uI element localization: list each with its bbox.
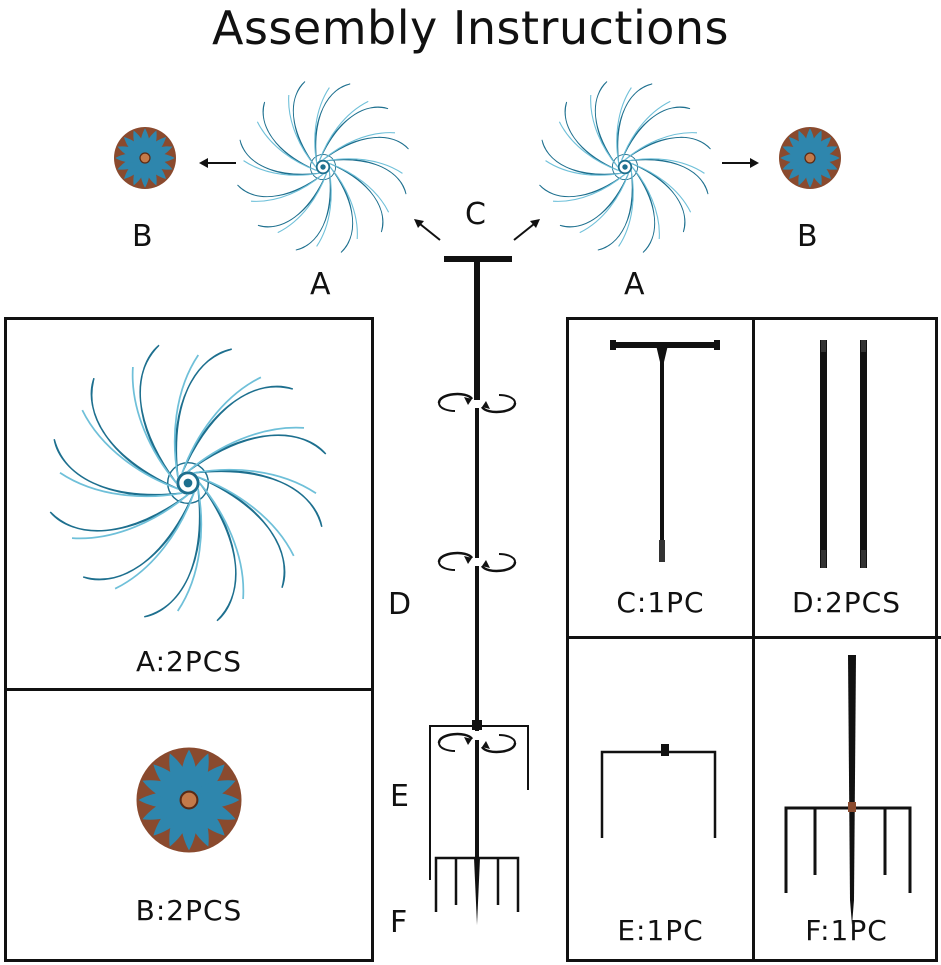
label-d: D — [388, 587, 412, 622]
pointer-arrow-icon — [722, 158, 759, 168]
divider — [752, 317, 755, 962]
part-e-caption: E:1PC — [617, 914, 704, 947]
part-a-caption: A:2PCS — [135, 645, 243, 678]
part-c-pole — [610, 340, 720, 562]
pointer-arrow-icon — [513, 219, 540, 241]
part-f-fork — [784, 655, 912, 925]
label-b-right: B — [797, 219, 818, 254]
page-title: Assembly Instructions — [212, 1, 729, 55]
divider — [566, 636, 941, 639]
parts-box-left — [4, 317, 374, 962]
part-f-caption: F:1PC — [805, 914, 888, 947]
part-b-caption: B:2PCS — [135, 894, 243, 927]
label-a-right: A — [624, 267, 645, 302]
divider — [4, 688, 374, 691]
label-a-left: A — [310, 267, 331, 302]
label-b-left: B — [132, 219, 153, 254]
part-c-caption: C:1PC — [616, 586, 705, 619]
label-f: F — [390, 905, 408, 940]
pointer-arrow-icon — [414, 219, 441, 241]
label-e: E — [390, 779, 409, 814]
pointer-arrow-icon — [199, 158, 236, 168]
part-d-caption: D:2PCS — [791, 586, 902, 619]
label-c: C — [465, 197, 486, 232]
part-d-poles — [820, 340, 867, 568]
part-e-stake — [600, 744, 717, 838]
pole-assembly — [429, 256, 529, 925]
